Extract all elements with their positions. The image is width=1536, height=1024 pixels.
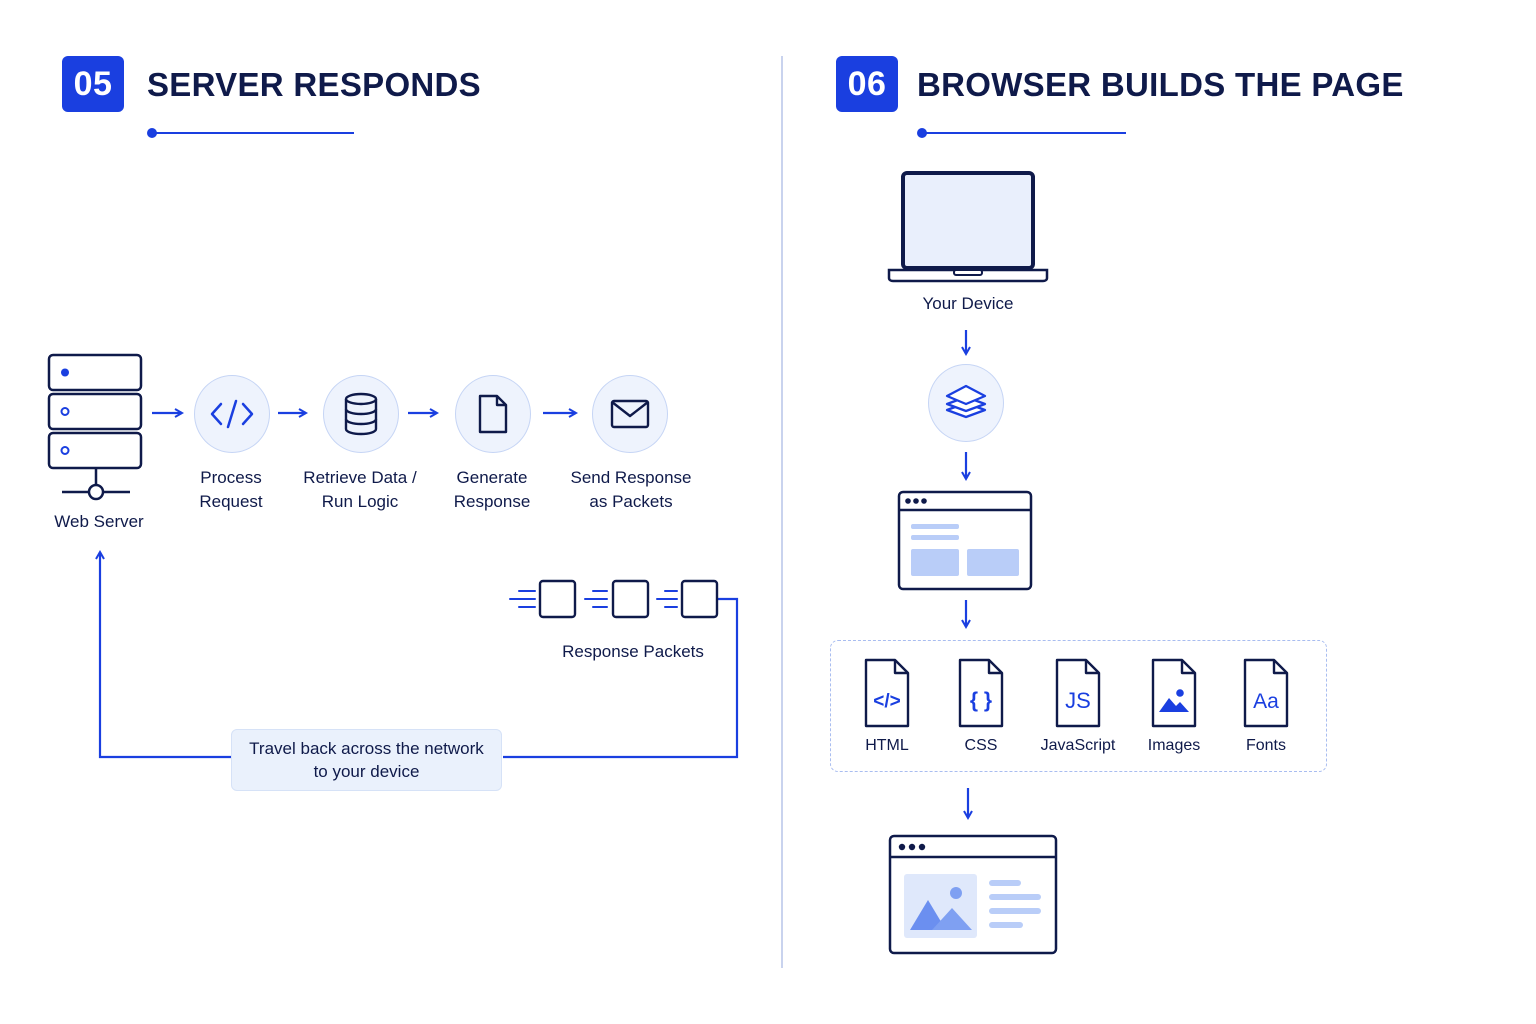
section-title-server-responds: SERVER RESPONDS bbox=[147, 66, 481, 103]
svg-text:Aa: Aa bbox=[1253, 690, 1279, 713]
return-path-right bbox=[503, 597, 739, 759]
response-packets-label: Response Packets bbox=[562, 642, 704, 661]
web-server-label: Web Server bbox=[54, 512, 144, 531]
section-divider bbox=[781, 56, 783, 968]
asset-label-javascript: JavaScript bbox=[1040, 737, 1116, 754]
asset-images: Images bbox=[1129, 657, 1219, 755]
asset-javascript: JS JavaScript bbox=[1033, 657, 1123, 755]
travel-back-callout: Travel back across the network to your d… bbox=[231, 729, 502, 791]
retrieve-data-circle bbox=[323, 375, 399, 453]
svg-text:{ }: { } bbox=[970, 689, 992, 712]
asset-fonts: Aa Fonts bbox=[1221, 657, 1311, 755]
code-icon bbox=[210, 399, 254, 429]
step-number-badge-06: 06 bbox=[836, 56, 898, 112]
step-label-retrieve-data: Retrieve Data /Run Logic bbox=[303, 468, 417, 511]
svg-text:JS: JS bbox=[1065, 688, 1091, 713]
rendered-page-icon bbox=[888, 834, 1058, 955]
return-path-left-arrow bbox=[100, 552, 231, 759]
process-request-circle bbox=[194, 375, 270, 453]
document-icon bbox=[478, 394, 508, 434]
generate-response-circle bbox=[455, 375, 531, 453]
asset-html: </> HTML bbox=[842, 657, 932, 755]
svg-text:</>: </> bbox=[873, 691, 900, 712]
page-assets-group bbox=[830, 640, 1327, 772]
layers-circle bbox=[928, 364, 1004, 442]
javascript-file-icon: JS bbox=[1055, 658, 1101, 728]
asset-css: { } CSS bbox=[936, 657, 1026, 755]
browser-wireframe-icon bbox=[897, 490, 1033, 591]
envelope-icon bbox=[610, 399, 650, 429]
image-file-icon bbox=[1151, 658, 1197, 728]
your-device-label: Your Device bbox=[922, 294, 1014, 313]
web-server-icon bbox=[47, 353, 143, 501]
font-file-icon: Aa bbox=[1243, 658, 1289, 728]
title-underline-right bbox=[917, 128, 1126, 138]
response-packets-icon bbox=[509, 579, 719, 619]
section-title-browser-builds: BROWSER BUILDS THE PAGE bbox=[917, 66, 1404, 103]
asset-label-css: CSS bbox=[964, 737, 998, 754]
title-underline-left bbox=[147, 128, 354, 138]
asset-label-html: HTML bbox=[865, 737, 909, 754]
css-file-icon: { } bbox=[958, 658, 1004, 728]
database-icon bbox=[344, 392, 378, 436]
laptop-icon bbox=[887, 171, 1049, 283]
send-response-circle bbox=[592, 375, 668, 453]
asset-label-fonts: Fonts bbox=[1245, 737, 1286, 754]
asset-label-images: Images bbox=[1147, 737, 1201, 754]
layers-icon bbox=[945, 384, 987, 419]
html-file-icon: </> bbox=[864, 658, 910, 728]
step-number-badge-05: 05 bbox=[62, 56, 124, 112]
